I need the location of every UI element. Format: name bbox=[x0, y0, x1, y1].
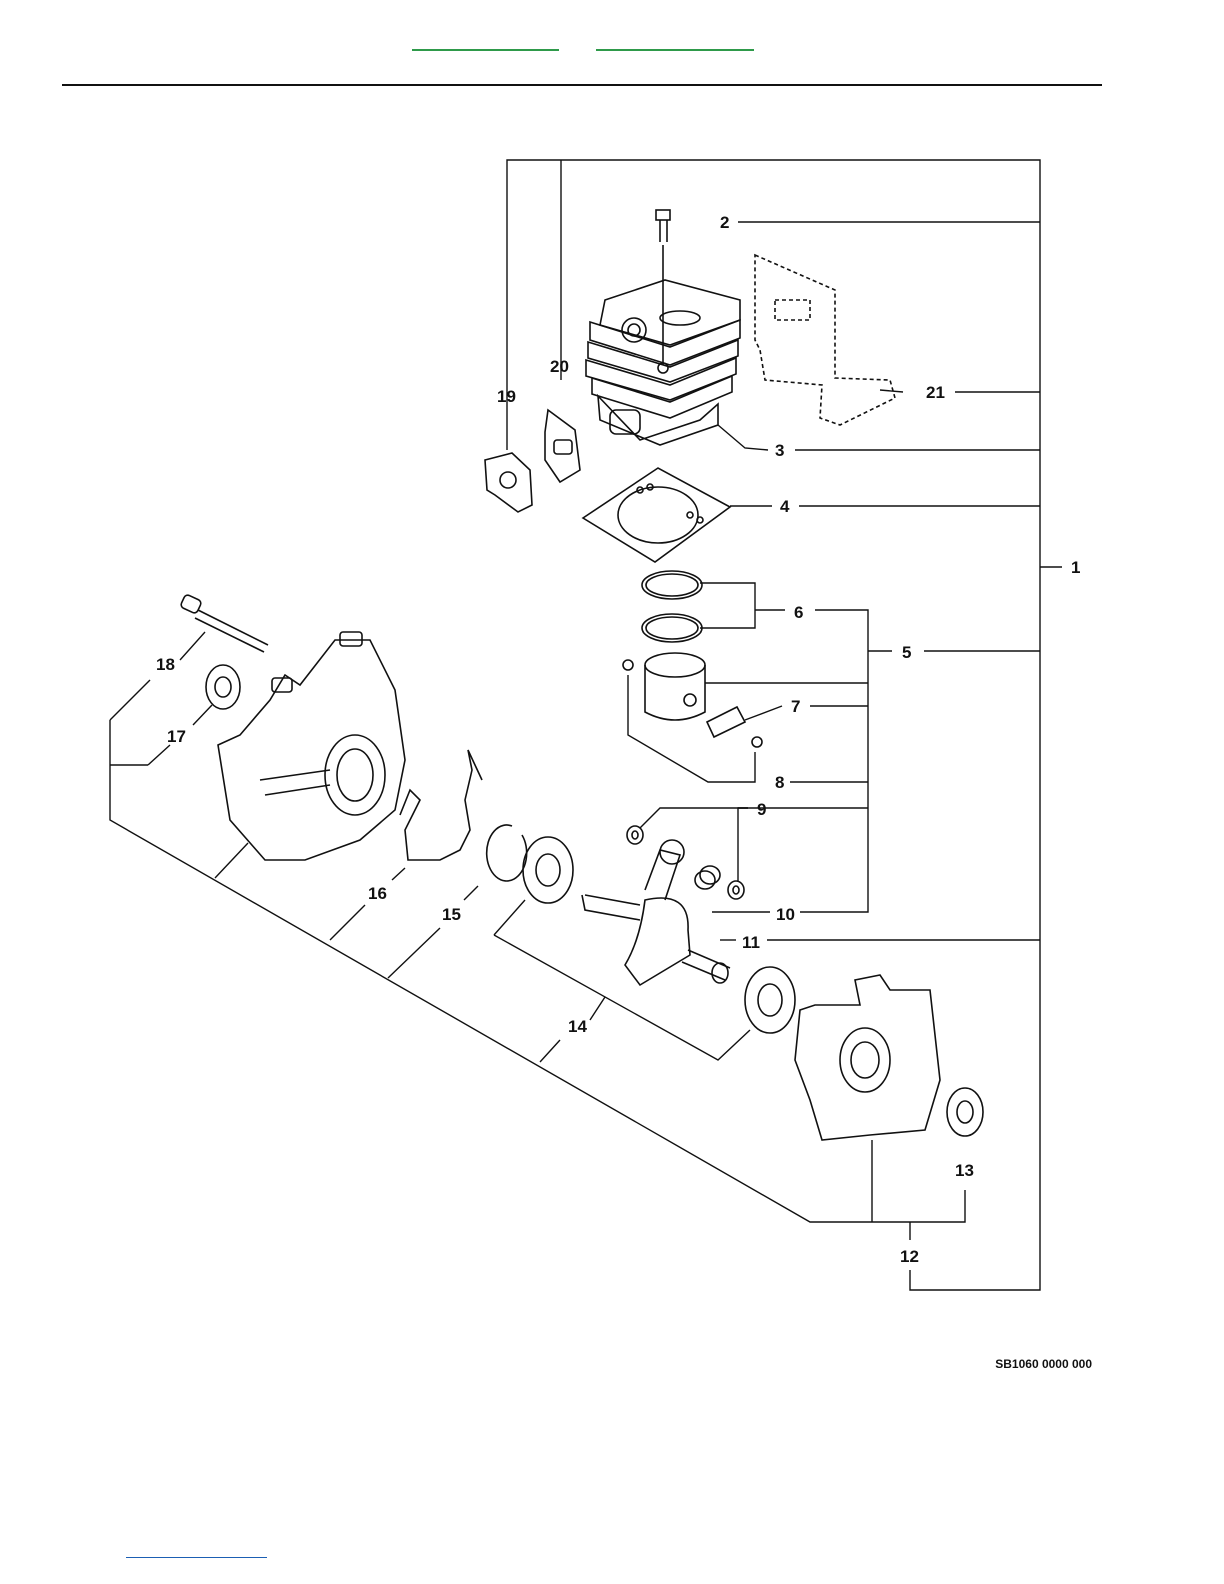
callout-10: 10 bbox=[776, 905, 795, 924]
callout-21: 21 bbox=[926, 383, 945, 402]
figure-code: SB1060 0000 000 bbox=[995, 1357, 1092, 1371]
callout-14: 14 bbox=[568, 1017, 587, 1036]
part-15-circlip bbox=[487, 825, 527, 881]
callout-18: 18 bbox=[156, 655, 175, 674]
callout-17: 17 bbox=[167, 727, 186, 746]
part-19-plate bbox=[485, 453, 532, 512]
footer-link[interactable] bbox=[126, 1557, 267, 1558]
part-9-washers bbox=[627, 826, 744, 899]
callout-4: 4 bbox=[780, 497, 790, 516]
part-8-clips bbox=[623, 660, 762, 747]
callout-2: 2 bbox=[720, 213, 729, 232]
callout-5: 5 bbox=[902, 643, 911, 662]
crankcase-half-left bbox=[218, 632, 405, 860]
part-7-piston-pin bbox=[707, 707, 745, 737]
part-11-crankshaft bbox=[582, 840, 730, 985]
callout-6: 6 bbox=[794, 603, 803, 622]
part-10-needle-bearing bbox=[695, 866, 720, 889]
leader-lines bbox=[110, 160, 1062, 1290]
callout-8: 8 bbox=[775, 773, 784, 792]
part-17-oil-seal bbox=[206, 665, 240, 709]
part-16-crankcase-gasket bbox=[400, 750, 482, 860]
callout-3: 3 bbox=[775, 441, 784, 460]
callout-11: 11 bbox=[742, 933, 760, 952]
part-4-gasket bbox=[583, 468, 730, 562]
callout-7: 7 bbox=[791, 697, 800, 716]
callout-numbers: 1 2 3 4 5 6 7 8 9 10 11 12 13 14 15 16 1… bbox=[156, 213, 1080, 1266]
callout-16: 16 bbox=[368, 884, 387, 903]
part-13-oil-seal bbox=[947, 1088, 983, 1136]
part-5-piston bbox=[645, 653, 705, 720]
callout-13: 13 bbox=[955, 1161, 974, 1180]
part-12-crankcase-half bbox=[795, 975, 940, 1140]
callout-15: 15 bbox=[442, 905, 461, 924]
callout-1: 1 bbox=[1071, 558, 1080, 577]
callout-19: 19 bbox=[497, 387, 516, 406]
part-20-gasket bbox=[545, 410, 580, 482]
part-21-heat-shield bbox=[755, 255, 895, 425]
callout-12: 12 bbox=[900, 1247, 919, 1266]
callout-20: 20 bbox=[550, 357, 569, 376]
part-6-piston-rings bbox=[642, 571, 702, 642]
part-18-screw bbox=[180, 594, 268, 652]
callout-9: 9 bbox=[757, 800, 766, 819]
